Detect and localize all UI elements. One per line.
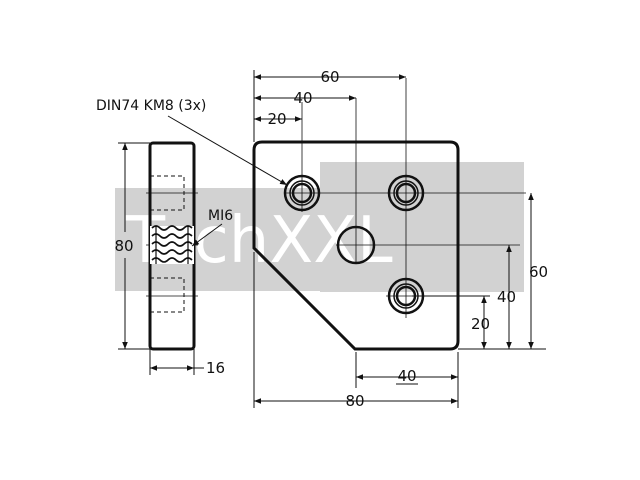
dimensions: [118, 70, 546, 408]
dim-text-top-40: 40: [293, 89, 312, 107]
front-view: [252, 78, 526, 351]
dim-text-top-20: 20: [267, 110, 286, 128]
dim-text-bottom-80: 80: [345, 392, 364, 410]
dim-text-side-80: 80: [114, 237, 133, 255]
dim-text-right-20: 20: [471, 315, 490, 333]
dim-text-right-40: 40: [497, 288, 516, 306]
bolt-hole-top-left: [283, 174, 321, 212]
thread-callout-label: MI6: [208, 208, 233, 224]
leader-thread-callout: [191, 223, 223, 247]
dim-text-right-60: 60: [529, 263, 548, 281]
side-view: [146, 141, 198, 351]
dim-text-side-16: 16: [206, 359, 225, 377]
hidden-hole-bottom: [150, 277, 185, 313]
dimension-labels: 60 40 20 60 40 20 40 80 80 16 DIN74 KM8 …: [96, 68, 548, 410]
bolt-callout-label: DIN74 KM8 (3x): [96, 98, 206, 114]
dim-text-bottom-40: 40: [397, 367, 416, 385]
thread-section: [150, 225, 194, 264]
plate-outline: [252, 140, 460, 351]
dim-text-top-60: 60: [320, 68, 339, 86]
threaded-hole-center: [336, 225, 376, 265]
bolt-hole-top-right: [387, 174, 425, 212]
leader-bolt-callout: [167, 115, 288, 186]
